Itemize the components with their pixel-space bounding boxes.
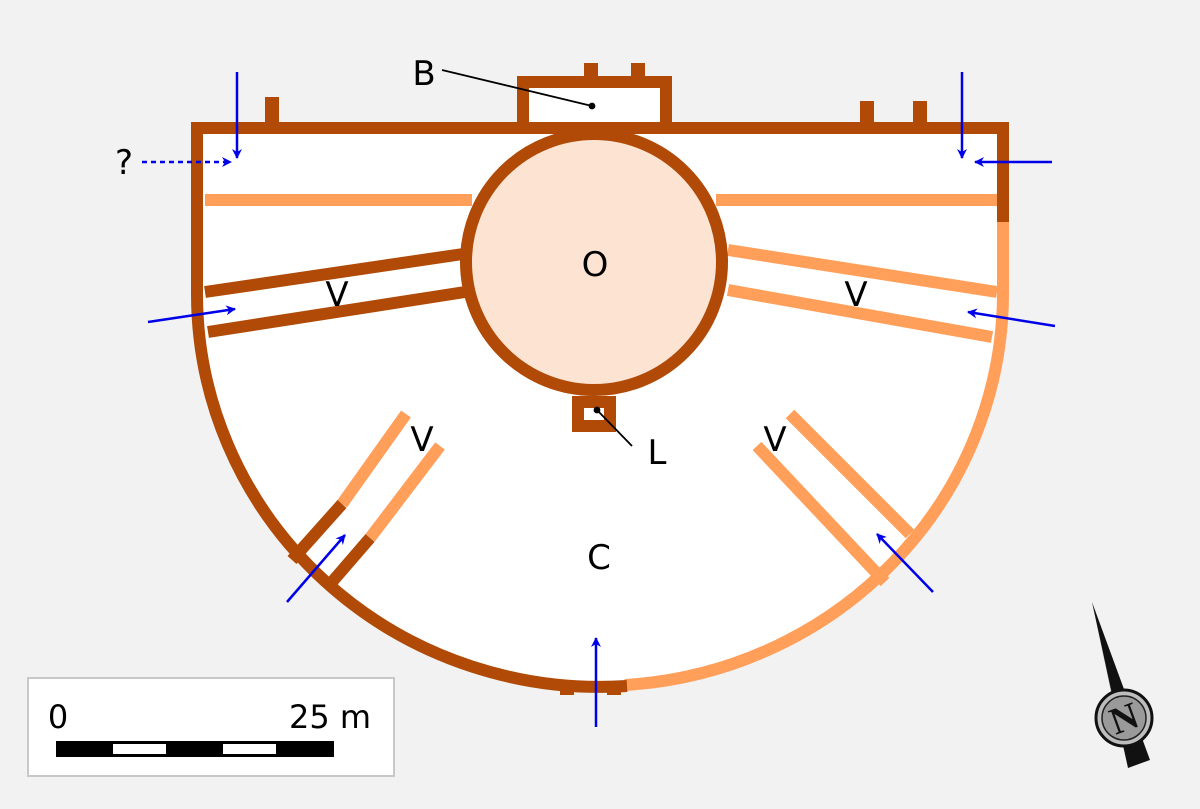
scale-end-label: 25 m [289,698,371,736]
label-stage-building: B [412,54,435,94]
leader-dot-b [588,102,596,110]
north-arrow-icon: N [1092,602,1154,768]
buttress [913,101,927,128]
entrance-arrow-east-vomitorium [967,308,1056,328]
label-vomitorium-west: V [325,275,348,315]
label-vomitorium-southeast: V [763,420,786,460]
southeast-vomitorium-wall-b [752,441,890,587]
southwest-outer-wall [191,294,628,693]
scale-bar-frame [27,677,395,777]
southwest-vomitorium-wall-b [365,442,445,542]
entrance-arrow-west-vomitorium [147,305,236,324]
buttress [265,97,279,128]
orchestra-circle [460,128,728,396]
wall-buttresses [265,63,927,695]
label-vomitorium-southwest: V [410,420,433,460]
buttress [560,683,574,695]
west-vomitorium-upper-wall [204,248,464,298]
leader-lines [441,69,633,447]
scale-bar-outline [56,741,334,757]
north-arrow-disc-inner [1101,695,1147,741]
entrance-arrow-southeast-vomitorium [876,533,934,593]
southwest-vomitorium-wall-a [337,410,411,508]
label-lower-element: L [648,433,667,473]
buttress [631,63,645,83]
label-uncertain-entrance: ? [115,143,133,183]
buttress [584,63,598,83]
scale-bar-white-segment [223,744,276,754]
entrance-arrows [142,72,1056,727]
west-vomitorium-lower-wall [207,286,466,338]
lower-element-outline [572,396,616,432]
label-vomitorium-east: V [844,275,867,315]
southwest-vomitorium-wall-b-dark [327,534,375,586]
entrance-arrow-southwest-vomitorium [286,534,346,603]
buttress [607,683,621,695]
label-cavea: C [587,538,611,578]
east-vomitorium-lower-wall [726,284,994,343]
restored-walls [205,194,1009,691]
southwest-vomitorium-wall-a-dark [287,500,347,564]
buttress [860,101,874,128]
leader-line-b [441,69,593,107]
scale-bar: 0 25 m [27,677,395,777]
southeast-vomitorium-wall-a [785,409,915,539]
southeast-outer-wall-restored [624,294,1009,691]
label-orchestra: O [582,245,609,285]
scale-start-label: 0 [48,698,68,736]
east-vomitorium-upper-wall [727,244,998,298]
leader-line-l [596,409,633,447]
leader-dot-l [593,406,601,414]
scale-bar-white-segment [113,744,166,754]
